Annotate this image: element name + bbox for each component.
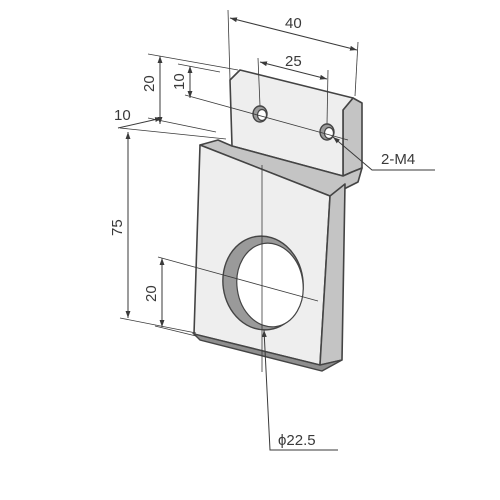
main-plate-bottom <box>191 332 343 372</box>
extension-lines <box>119 9 359 337</box>
center-lines <box>157 94 349 372</box>
dimension-lines <box>117 17 358 327</box>
top-flange-edge <box>342 97 363 177</box>
dim-label-small-holes: 2-M4 <box>381 151 415 168</box>
big-hole <box>222 235 304 331</box>
dim-label-offset: 10 <box>114 107 131 124</box>
dim-label-hole-spacing: 25 <box>285 53 302 70</box>
leaders <box>261 136 435 451</box>
dim-label-big-hole-diameter: ϕ22.5 <box>278 432 316 449</box>
dim-label-hole-from-top: 10 <box>171 73 188 90</box>
small-hole-right <box>319 123 335 141</box>
dim-label-width-overall: 40 <box>285 15 302 32</box>
bend-strip <box>199 139 363 197</box>
bracket-part <box>191 69 363 372</box>
dim-label-top-flange-height: 20 <box>141 75 158 92</box>
dim-label-big-hole-position: 20 <box>143 285 160 302</box>
dim-label-plate-height: 75 <box>109 219 126 236</box>
